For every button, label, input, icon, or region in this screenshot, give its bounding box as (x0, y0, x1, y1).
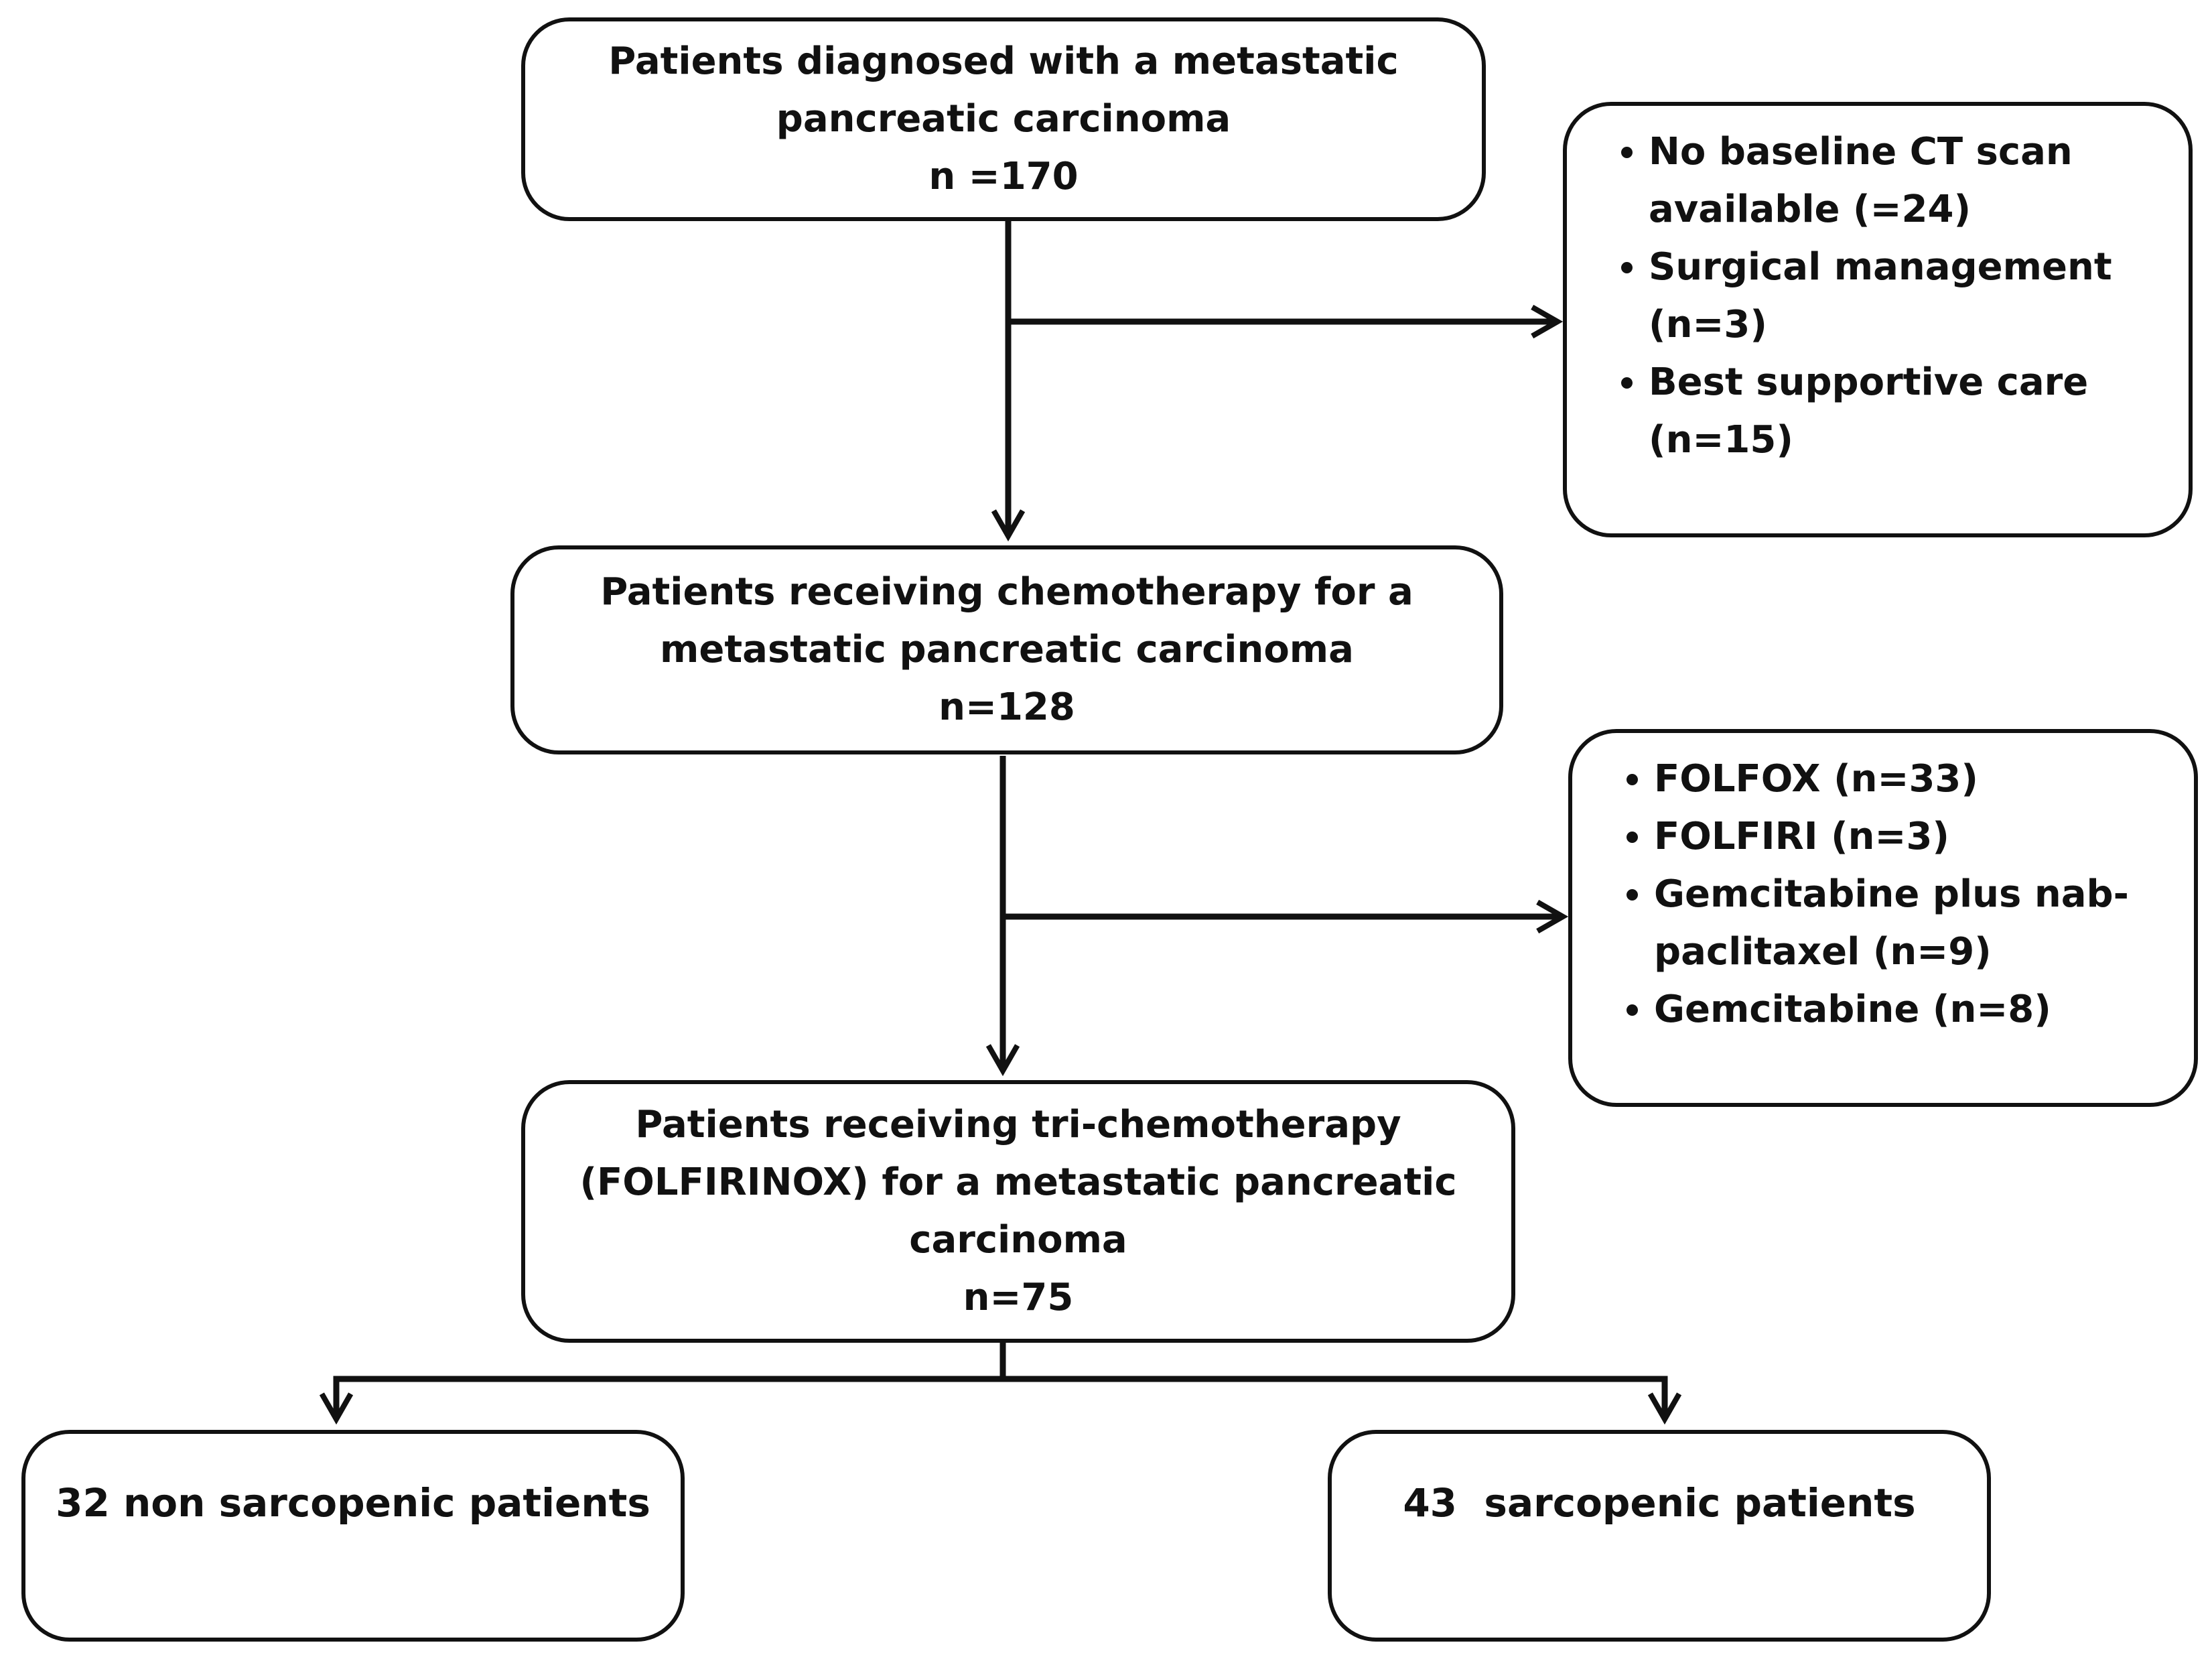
box-diagnosed-count: n =170 (928, 155, 1079, 198)
regimen-text: FOLFOX (n=33) (1654, 757, 1978, 801)
box-tri-line: carcinoma (909, 1218, 1127, 1262)
box-chemo-line: Patients receiving chemotherapy for a (600, 570, 1413, 614)
box-diagnosed-line: pancreatic carcinoma (776, 97, 1231, 141)
regimen-text: paclitaxel (n=9) (1654, 930, 1992, 974)
box-diagnosed: Patients diagnosed with a metastatic pan… (521, 17, 1486, 221)
box-tri-line: (FOLFIRINOX) for a metastatic pancreatic (579, 1161, 1457, 1204)
outcome-sarcopenic-label: 43 sarcopenic patients (1403, 1480, 1916, 1526)
box-chemo: Patients receiving chemotherapy for a me… (510, 545, 1503, 754)
regimen-text: Gemcitabine (n=8) (1654, 988, 2051, 1031)
exclusion-text: (n=3) (1649, 303, 1767, 346)
outcome-non-sarcopenic-label: 32 non sarcopenic patients (56, 1480, 650, 1526)
exclusion-text: Surgical management (1649, 245, 2112, 289)
regimen-text: FOLFIRI (n=3) (1654, 815, 1950, 858)
regimen-text: Gemcitabine plus nab- (1654, 872, 2129, 916)
box-tri-chemo: Patients receiving tri-chemotherapy (FOL… (521, 1080, 1515, 1343)
split-bar (333, 1376, 1668, 1412)
regimen-item: Gemcitabine plus nab- paclitaxel (n=9) (1654, 866, 2167, 981)
outcome-sarcopenic: 43 sarcopenic patients (1328, 1430, 1991, 1642)
box-tri-line: Patients receiving tri-chemotherapy (635, 1103, 1401, 1146)
exclusions-box-1: No baseline CT scan available (=24) Surg… (1563, 102, 2193, 537)
exclusion-text: Best supportive care (1649, 360, 2089, 404)
outcome-non-sarcopenic: 32 non sarcopenic patients (21, 1430, 685, 1642)
exclusion-text: available (=24) (1649, 188, 1972, 231)
exclusion-item: No baseline CT scan available (=24) (1649, 123, 2162, 239)
box-chemo-count: n=128 (939, 685, 1075, 729)
exclusion-item: Best supportive care (n=15) (1649, 354, 2162, 469)
exclusion-item: Surgical management (n=3) (1649, 239, 2162, 354)
regimen-item: FOLFOX (n=33) (1654, 750, 2167, 808)
exclusion-text: (n=15) (1649, 418, 1793, 462)
box-chemo-line: metastatic pancreatic carcinoma (660, 628, 1354, 671)
exclusions-box-2: FOLFOX (n=33) FOLFIRI (n=3) Gemcitabine … (1568, 729, 2198, 1107)
regimen-item: Gemcitabine (n=8) (1654, 981, 2167, 1039)
box-tri-count: n=75 (963, 1276, 1074, 1319)
regimen-item: FOLFIRI (n=3) (1654, 808, 2167, 866)
exclusion-text: No baseline CT scan (1649, 130, 2073, 174)
box-diagnosed-line: Patients diagnosed with a metastatic (608, 40, 1399, 83)
